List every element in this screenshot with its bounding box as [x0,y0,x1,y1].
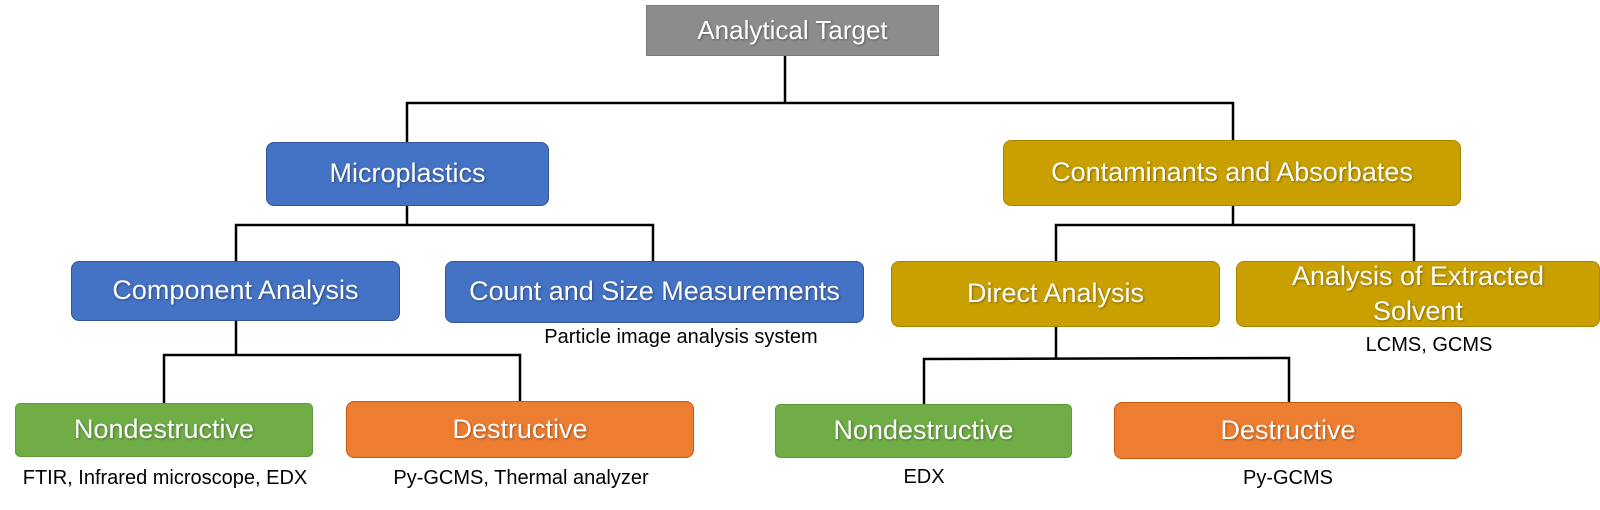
analytical-target-label: Analytical Target [697,14,888,45]
mp-destructive-node: Destructive [346,401,694,458]
count-size-node: Count and Size Measurements [445,261,864,323]
mp-nondestructive-methods: FTIR, Infrared microscope, EDX [22,467,308,489]
microplastics-node: Microplastics [266,142,549,206]
mp-nondestructive-label: Nondestructive [73,414,255,445]
connector-microplastics-branches [234,223,655,261]
ca-nondestructive-label: Nondestructive [833,415,1014,446]
component-analysis-label: Component Analysis [112,275,359,306]
connector-root-branches [405,101,1235,142]
contaminants-node: Contaminants and Absorbates [1003,140,1461,206]
mp-destructive-methods: Py-GCMS, Thermal analyzer [393,467,649,489]
ca-nondestructive-node: Nondestructive [775,404,1072,458]
contaminants-label: Contaminants and Absorbates [1051,157,1413,188]
connector-direct-analysis-branches [922,356,1291,404]
direct-analysis-node: Direct Analysis [891,261,1220,327]
direct-analysis-label: Direct Analysis [966,278,1145,309]
count-size-methods: Particle image analysis system [544,326,818,348]
ca-destructive-label: Destructive [1220,414,1356,445]
ca-destructive-methods: Py-GCMS [1243,467,1333,489]
mp-nondestructive-node: Nondestructive [15,403,313,457]
mp-destructive-label: Destructive [452,413,588,444]
component-analysis-node: Component Analysis [71,261,400,321]
connector-component-analysis-branches [162,353,522,403]
analytical-target-node: Analytical Target [646,5,939,56]
ca-nondestructive-methods: EDX [903,466,945,488]
ca-destructive-node: Destructive [1114,402,1462,459]
count-size-label: Count and Size Measurements [469,276,840,307]
extracted-solvent-methods: LCMS, GCMS [1365,334,1493,356]
extracted-solvent-node: Analysis of Extracted Solvent [1236,261,1600,327]
microplastics-label: Microplastics [329,158,486,189]
extracted-solvent-label: Analysis of Extracted Solvent [1291,260,1545,326]
connector-contaminants-branches [1054,223,1416,261]
